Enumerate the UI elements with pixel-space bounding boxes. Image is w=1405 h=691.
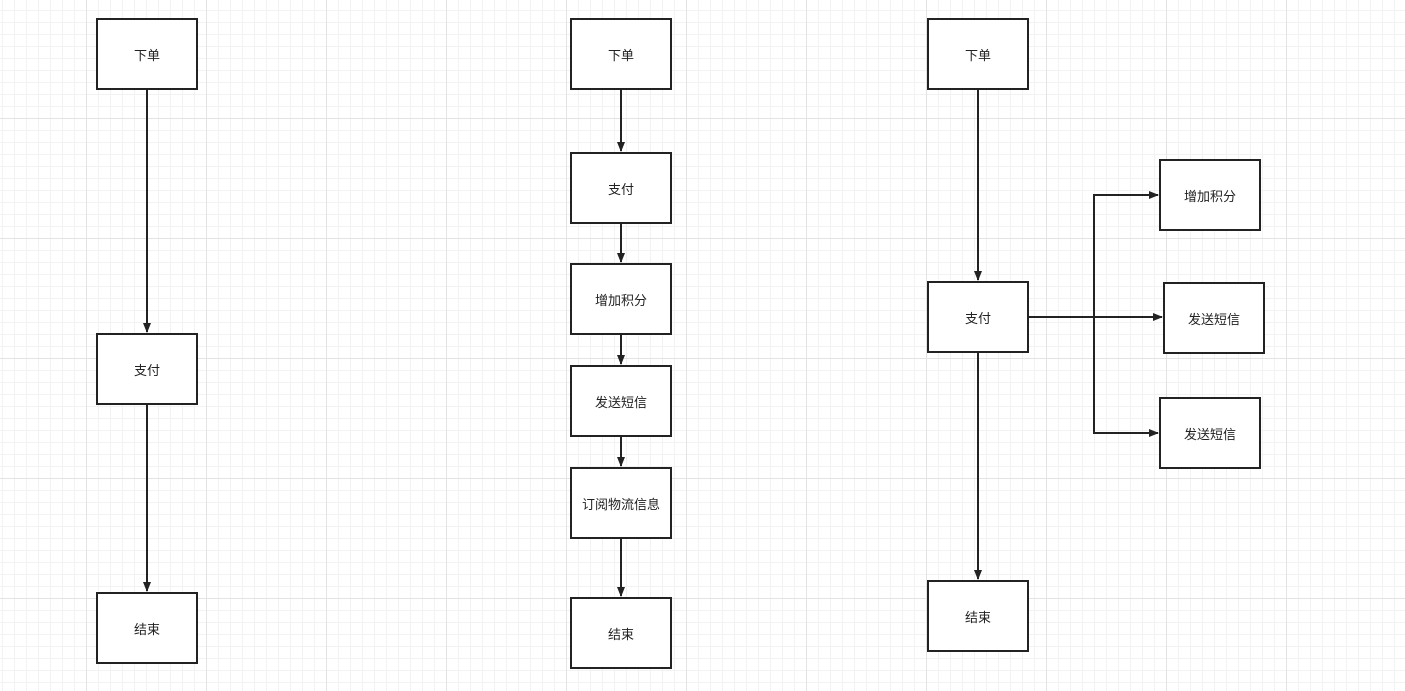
flow2-pay-node[interactable]: 支付 <box>570 152 672 224</box>
flow3-sms-node-2[interactable]: 发送短信 <box>1159 397 1261 469</box>
flow2-order-node[interactable]: 下单 <box>570 18 672 90</box>
flow3-points-node[interactable]: 增加积分 <box>1159 159 1261 231</box>
flow3-pay-node[interactable]: 支付 <box>927 281 1029 353</box>
connector-flow3-pay-to-sms-2 <box>1093 317 1159 437</box>
flow2-sms-node[interactable]: 发送短信 <box>570 365 672 437</box>
flow1-order-node[interactable]: 下单 <box>96 18 198 90</box>
connector-flow3-pay-to-points <box>1028 191 1159 318</box>
flow1-pay-node[interactable]: 支付 <box>96 333 198 405</box>
flow1-end-node[interactable]: 结束 <box>96 592 198 664</box>
flow3-order-node[interactable]: 下单 <box>927 18 1029 90</box>
flow2-logistics-node[interactable]: 订阅物流信息 <box>570 467 672 539</box>
flow3-sms-node-1[interactable]: 发送短信 <box>1163 282 1265 354</box>
flow2-end-node[interactable]: 结束 <box>570 597 672 669</box>
flow3-end-node[interactable]: 结束 <box>927 580 1029 652</box>
flow2-points-node[interactable]: 增加积分 <box>570 263 672 335</box>
